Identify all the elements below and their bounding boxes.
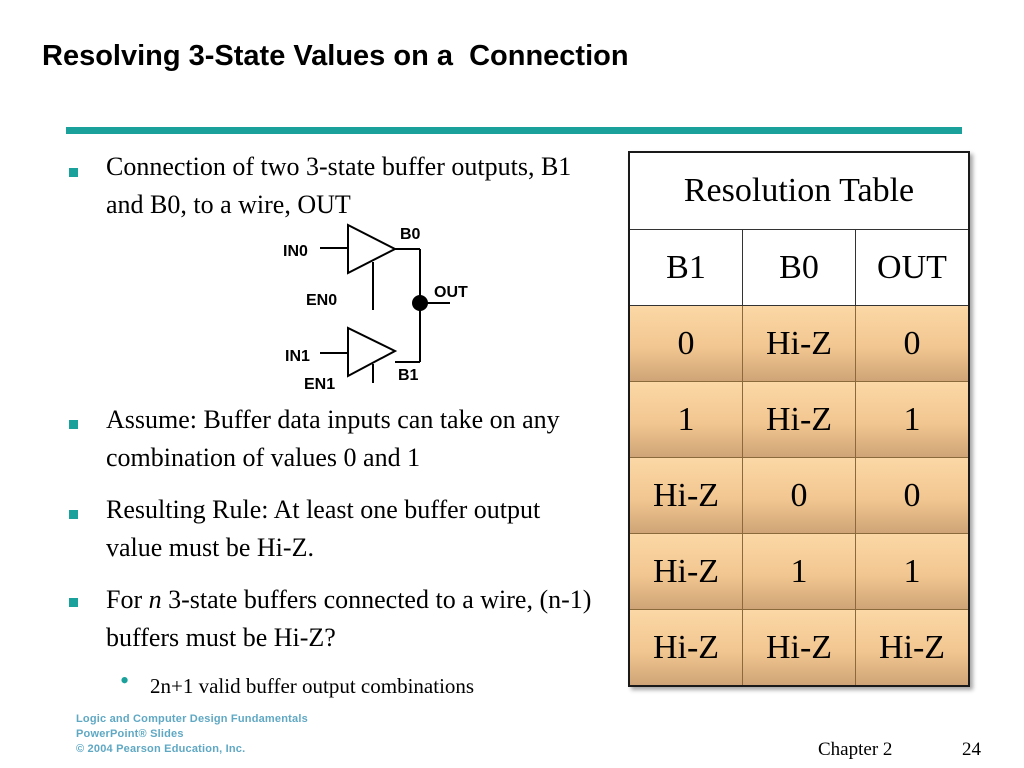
table-cell: Hi-Z bbox=[743, 306, 856, 381]
logo-line: © 2004 Pearson Education, Inc. bbox=[76, 743, 246, 755]
label-b0: B0 bbox=[400, 226, 421, 243]
buffer-b1 bbox=[347, 326, 398, 378]
table-row: 0 Hi-Z 0 bbox=[630, 306, 968, 382]
table-cell: Hi-Z bbox=[630, 458, 743, 533]
table-title: Resolution Table bbox=[630, 153, 968, 230]
table-row: Hi-Z Hi-Z Hi-Z bbox=[630, 610, 968, 685]
table-cell: Hi-Z bbox=[743, 610, 856, 685]
table-cell: Hi-Z bbox=[743, 382, 856, 457]
junction-dot bbox=[412, 295, 428, 311]
table-row: Hi-Z 0 0 bbox=[630, 458, 968, 534]
bullet-marker bbox=[69, 598, 78, 607]
table-cell: Hi-Z bbox=[878, 628, 946, 666]
table-header-row: B1 B0 OUT bbox=[630, 230, 968, 306]
logo-line: PowerPoint® Slides bbox=[76, 728, 184, 740]
page-number: 24 bbox=[962, 739, 981, 760]
table-cell: 1 bbox=[903, 400, 921, 438]
logo-line: Logic and Computer Design Fundamentals bbox=[76, 713, 308, 725]
table-cell: 1 bbox=[903, 552, 921, 590]
bullet-4-italic: n bbox=[148, 585, 162, 614]
publisher-logo: Logic and Computer Design Fundamentals P… bbox=[76, 712, 331, 757]
bullet-marker bbox=[69, 510, 78, 519]
label-in0: IN0 bbox=[283, 243, 308, 260]
label-en1: EN1 bbox=[304, 376, 335, 393]
bullet-1: Connection of two 3-state buffer outputs… bbox=[106, 152, 572, 219]
bullet-marker bbox=[69, 420, 78, 429]
label-b1: B1 bbox=[398, 367, 419, 384]
tristate-buffer-circuit: IN0 B0 EN0 OUT IN1 EN1 B1 bbox=[283, 223, 468, 393]
bullet-4-prefix: For bbox=[106, 585, 149, 614]
table-cell: 0 bbox=[903, 324, 921, 362]
table-cell: 0 bbox=[903, 476, 921, 514]
buffer-b0 bbox=[347, 223, 398, 275]
table-header-cell: B1 bbox=[630, 230, 743, 305]
label-out: OUT bbox=[434, 284, 468, 301]
label-in1: IN1 bbox=[285, 348, 310, 365]
table-cell: 1 bbox=[630, 382, 743, 457]
table-cell: Hi-Z bbox=[630, 610, 743, 685]
table-cell: 0 bbox=[630, 306, 743, 381]
table-row: 1 Hi-Z 1 bbox=[630, 382, 968, 458]
bullet-3: Resulting Rule: At least one buffer outp… bbox=[106, 495, 541, 562]
table-header-cell: B0 bbox=[743, 230, 856, 305]
sub-bullet: 2n+1 valid buffer output combinations bbox=[150, 674, 475, 698]
table-cell: 1 bbox=[743, 534, 856, 609]
sub-bullet-marker: • bbox=[120, 666, 130, 695]
table-cell: 0 bbox=[743, 458, 856, 533]
bullet-marker bbox=[69, 168, 78, 177]
label-en0: EN0 bbox=[306, 292, 337, 309]
title-divider bbox=[66, 127, 962, 134]
resolution-table: Resolution Table B1 B0 OUT 0 Hi-Z 0 1 Hi… bbox=[628, 151, 970, 687]
table-header-cell: OUT bbox=[877, 248, 947, 286]
bullet-2: Assume: Buffer data inputs can take on a… bbox=[106, 405, 560, 472]
table-cell: Hi-Z bbox=[630, 534, 743, 609]
slide-title: Resolving 3-State Values on a Connection bbox=[42, 40, 629, 72]
table-row: Hi-Z 1 1 bbox=[630, 534, 968, 610]
bullet-4-suffix: 3-state buffers connected to a wire, (n-… bbox=[106, 585, 592, 652]
bullet-4: For n 3-state buffers connected to a wir… bbox=[106, 581, 606, 657]
chapter-label: Chapter 2 bbox=[818, 739, 893, 760]
